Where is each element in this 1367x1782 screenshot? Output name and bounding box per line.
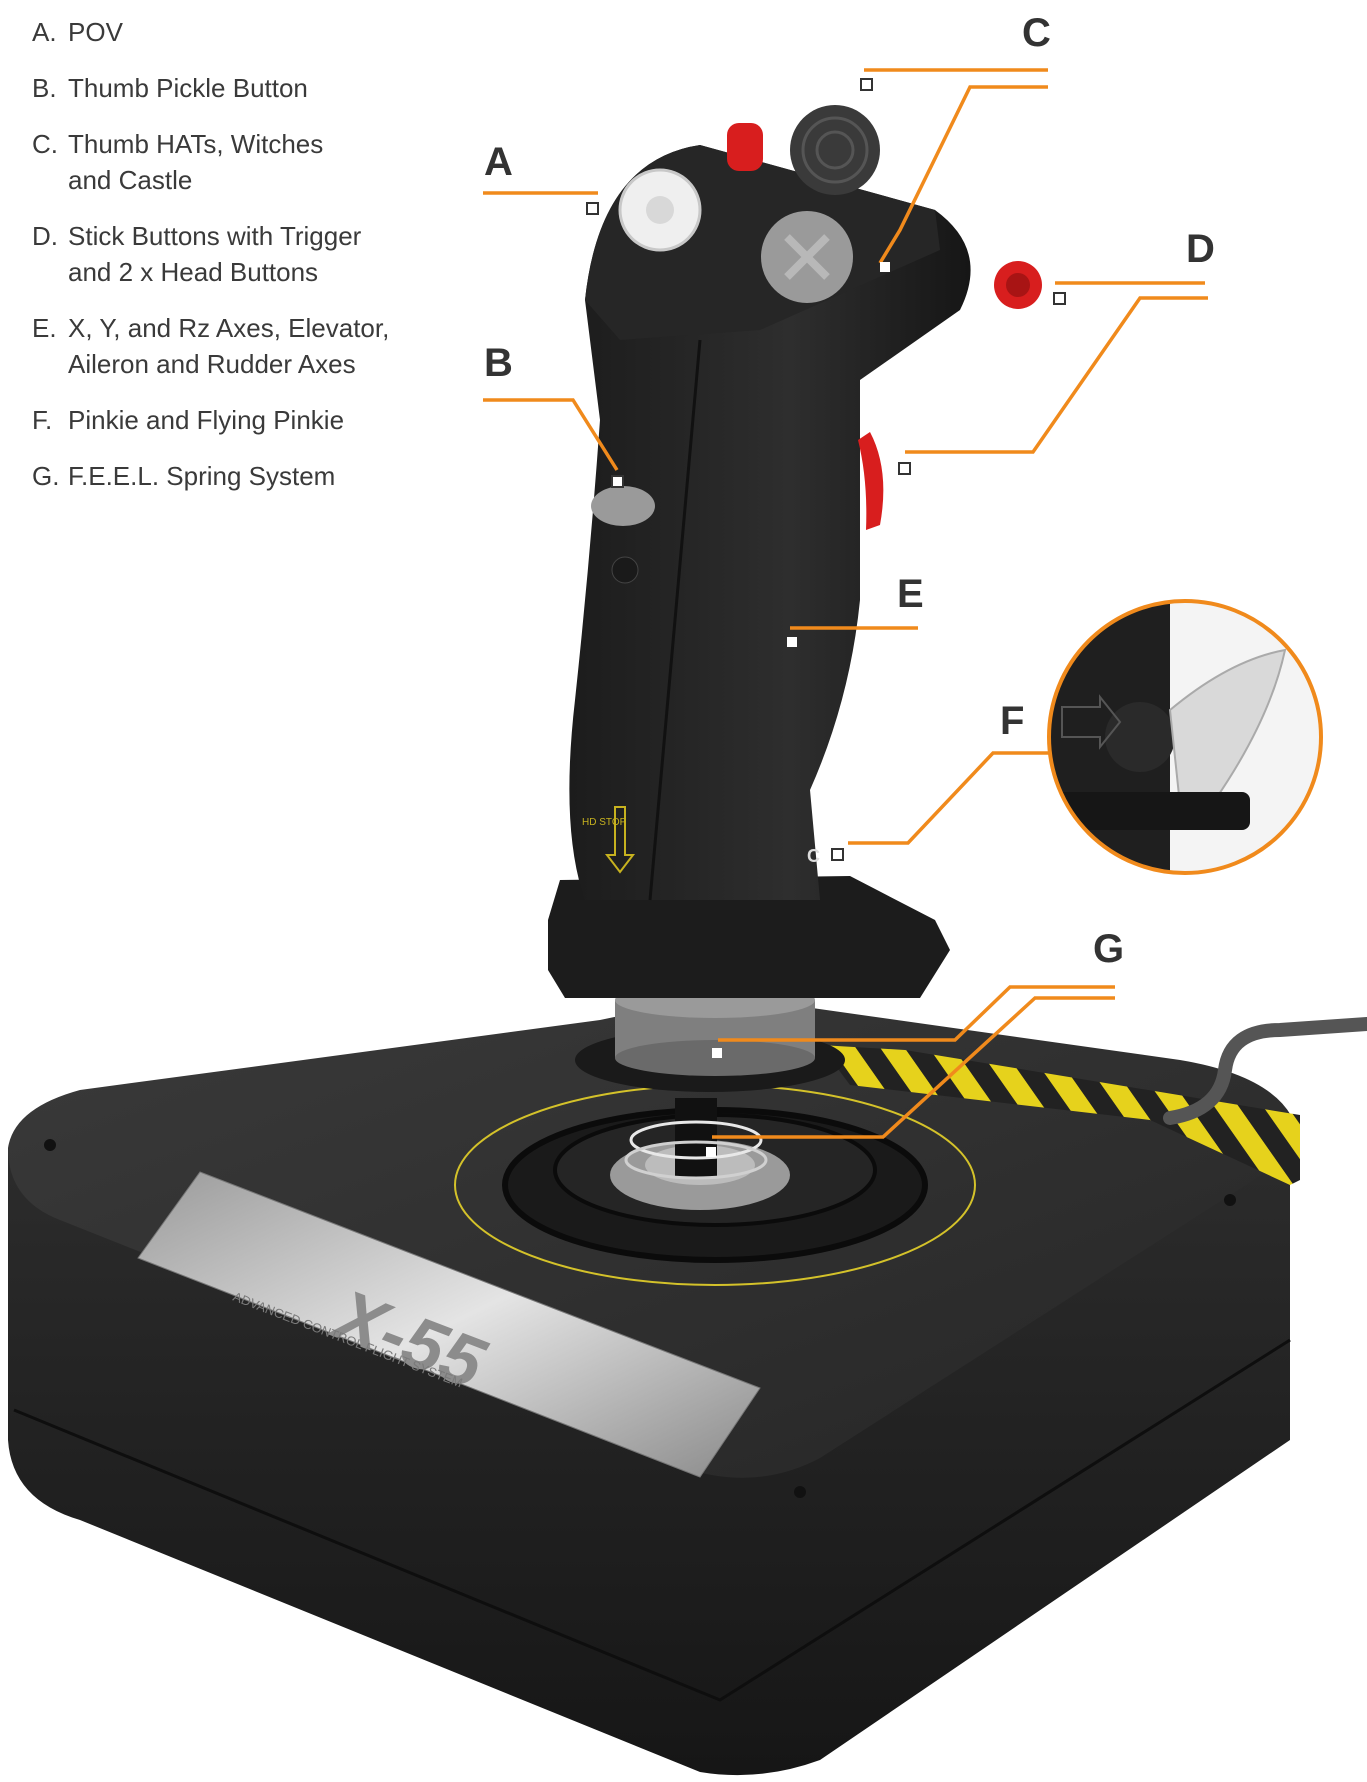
legend-item-e: E. X, Y, and Rz Axes, Elevator, Aileron a… [32, 310, 452, 382]
legend-key: A. [32, 17, 57, 47]
head-controls [618, 105, 1042, 309]
legend-item-g: G. F.E.E.L. Spring System [32, 458, 452, 494]
legend-item-d: D. Stick Buttons with Trigger and 2 x Hea… [32, 218, 452, 290]
legend-text: X, Y, and Rz Axes, Elevator, Aileron and… [68, 313, 390, 379]
callout-f: F [1000, 699, 1024, 743]
stick-collar [575, 982, 845, 1092]
hazard-stripe [820, 1045, 1300, 1185]
legend-text: Thumb HATs, Witches and Castle [68, 129, 324, 195]
red-head-button [727, 123, 763, 171]
marker-g2 [706, 1147, 716, 1157]
legend-item-a: A. POV [32, 14, 452, 50]
callout-c: C [1022, 11, 1051, 55]
legend-text: Thumb Pickle Button [68, 73, 308, 103]
leader-d2 [905, 296, 1208, 454]
legend-text: POV [68, 17, 123, 47]
callout-g: G [1093, 927, 1124, 971]
arrow-down-icon: HD STOP [582, 806, 636, 874]
callout-letters: A B C D E F G [484, 11, 1215, 971]
legend-item-c: C. Thumb HATs, Witches and Castle [32, 126, 452, 198]
leader-b [483, 398, 619, 471]
legend-text: F.E.E.L. Spring System [68, 461, 336, 491]
legend-key: E. [32, 313, 57, 343]
legend-key: G. [32, 461, 60, 491]
arrow-decal-label: HD STOP [582, 817, 627, 828]
callout-e: E [897, 572, 924, 616]
trigger [858, 432, 884, 530]
legend-key: F. [32, 405, 53, 435]
marker-d [1053, 292, 1066, 305]
thumb-pickle-button [591, 486, 655, 526]
leader-g1 [718, 985, 1115, 1042]
gimbal-assembly [454, 1084, 976, 1286]
legend-key: D. [32, 221, 58, 251]
marker-f [831, 848, 844, 861]
legend-key: B. [32, 73, 57, 103]
usb-cable [1163, 1017, 1367, 1125]
marker-g1 [712, 1048, 722, 1058]
leader-g2 [712, 996, 1115, 1139]
leader-f [848, 751, 1050, 845]
callout-d: D [1186, 227, 1215, 271]
leader-c2 [878, 85, 1048, 264]
component-legend: A. POV B. Thumb Pickle Button C. Thumb HATs… [32, 14, 452, 514]
legend-key: C. [32, 129, 58, 159]
callout-b: B [484, 341, 513, 385]
marker-b [611, 475, 624, 488]
callout-markers [586, 78, 1066, 1157]
leader-lines [483, 68, 1208, 1139]
legend-item-b: B. Thumb Pickle Button [32, 70, 452, 106]
legend-text: Stick Buttons with Trigger and 2 x Head … [68, 221, 362, 287]
marker-d-grip [898, 462, 911, 475]
marker-c-grip [880, 262, 890, 272]
pinkie-glyph: C [807, 846, 820, 866]
legend-item-f: F. Pinkie and Flying Pinkie [32, 402, 452, 438]
legend-text: Pinkie and Flying Pinkie [68, 405, 345, 435]
marker-e [787, 637, 797, 647]
marker-c [860, 78, 873, 91]
pinkie-detail-inset [1047, 599, 1323, 875]
stick-plinth [548, 876, 950, 998]
callout-a: A [484, 140, 513, 184]
marker-a [586, 202, 599, 215]
